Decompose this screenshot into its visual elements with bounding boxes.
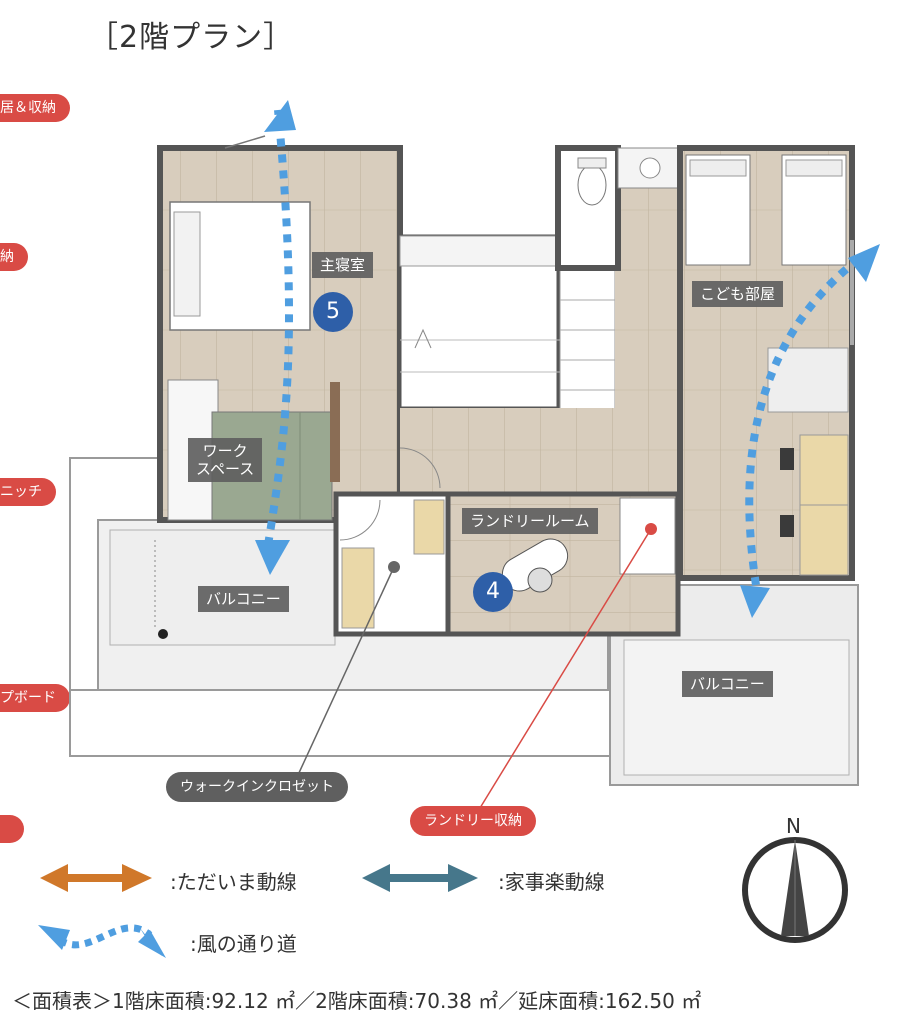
workspace-label-line2: スペース [196, 460, 255, 478]
callout-walk-in-closet: ウォークインクロゼット [166, 772, 348, 802]
wind-arrow-head-kids-top [848, 244, 880, 282]
legend-housework-arrow [362, 864, 478, 892]
room-label-master-bedroom: 主寝室 [312, 252, 374, 278]
legend-wind-label: :風の通り道 [190, 932, 297, 956]
workspace-label-line1: ワーク [202, 442, 248, 460]
side-tag-cupboard: プボード [0, 684, 70, 712]
desk-2 [799, 504, 849, 576]
drain-dot [158, 629, 168, 639]
badge-5: 5 [313, 292, 353, 332]
desk-1 [799, 434, 849, 506]
compass-icon [742, 837, 848, 943]
side-tag-storage-2: 納 [0, 243, 28, 271]
side-tag-cut [0, 815, 24, 843]
toilet-room [555, 145, 681, 271]
walk-in-closet [333, 447, 451, 637]
legend-wind-arrow [38, 924, 166, 958]
corridor-floor [615, 160, 680, 494]
legend-housework-label: :家事楽動線 [498, 870, 605, 894]
room-label-balcony-left: バルコニー [198, 586, 289, 612]
room-label-balcony-right: バルコニー [682, 671, 773, 697]
compass-north-label: N [786, 814, 801, 838]
legend-tadaima-label: :ただいま動線 [170, 870, 297, 894]
wind-arrow-head-bottom [255, 540, 290, 575]
badge-4: 4 [473, 572, 513, 612]
plan-title: ［2階プラン］ [88, 20, 295, 55]
room-label-workspace: ワーク スペース [188, 438, 263, 482]
callout-laundry-storage: ランドリー収納 [410, 806, 536, 836]
stair-hall [398, 234, 616, 411]
room-label-laundry-room: ランドリールーム [462, 508, 598, 534]
wind-arrow-head-top [264, 100, 296, 132]
side-tag-storage: 居＆収納 [0, 94, 70, 122]
side-tag-niche: ニッチ [0, 478, 56, 506]
area-summary: ＜面積表＞1階床面積:92.12 ㎡／2階床面積:70.38 ㎡／延床面積:16… [12, 989, 702, 1013]
room-label-kids-room: こども部屋 [692, 281, 784, 307]
wind-arrow-head-kids-bottom [740, 585, 770, 618]
kids-room-block [677, 145, 855, 581]
legend-tadaima-arrow [40, 864, 152, 892]
